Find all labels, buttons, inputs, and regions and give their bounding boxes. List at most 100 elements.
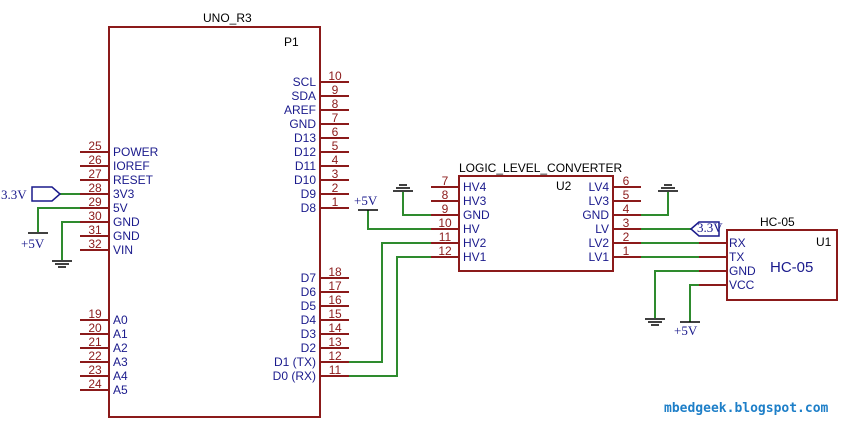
wire-5v-llc-hv <box>367 210 431 230</box>
uno-right-pin-number: 17 <box>328 279 342 293</box>
uno-left-pin-number: 31 <box>88 223 102 237</box>
uno-right-pin-number: 18 <box>328 265 342 279</box>
uno-right-pin-name: D1 (TX) <box>274 355 316 369</box>
ground-uno-icon <box>52 260 72 268</box>
llc-right-pin-number: 6 <box>623 174 630 188</box>
llc-right-pin: 2 LV2 <box>589 230 641 250</box>
net-label-5v-llc: +5V <box>354 193 378 208</box>
llc-left-pin-name: HV2 <box>463 236 487 250</box>
llc-right-pin-name: LV2 <box>589 236 610 250</box>
hc05-pin-name: GND <box>729 264 756 278</box>
uno-analog-pin-name: A4 <box>113 369 128 383</box>
llc-left-pin-name: HV3 <box>463 194 487 208</box>
llc-right-pin-number: 2 <box>623 230 630 244</box>
uno-left-pin-number: 29 <box>88 195 102 209</box>
uno-left-pin-name: IOREF <box>113 159 150 173</box>
uno-analog-pin-number: 24 <box>88 377 102 391</box>
uno-right-pin: 4 D11 <box>295 153 349 173</box>
uno-right-pin-name: D2 <box>301 341 317 355</box>
uno-left-pin-number: 32 <box>88 237 102 251</box>
hc05-inner-label: HC-05 <box>770 259 813 276</box>
uno-analog-pin-number: 23 <box>88 363 102 377</box>
ground-llc-right-icon <box>658 184 678 192</box>
uno-left-pin: 31 GND <box>80 223 140 243</box>
uno-left-pin-name: VIN <box>113 243 133 257</box>
uno-left-pin-name: RESET <box>113 173 154 187</box>
uno-right-pin-name: D10 <box>294 173 316 187</box>
llc-right-pin-name: LV1 <box>589 250 610 264</box>
watermark-text: mbedgeek.blogspot.com <box>664 401 829 416</box>
uno-right-pin-number: 16 <box>328 293 342 307</box>
llc-right-pin-name: GND <box>582 208 609 222</box>
llc-left-pin-name: HV4 <box>463 180 487 194</box>
uno-r3-ref: P1 <box>284 35 299 49</box>
hc05-title: HC-05 <box>760 215 795 229</box>
llc-left-pin-name: GND <box>463 208 490 222</box>
llc-right-pin-name: LV <box>595 222 609 236</box>
uno-right-pin-name: GND <box>289 117 316 131</box>
uno-right-pin-name: D0 (RX) <box>273 369 316 383</box>
uno-right-pin-number: 3 <box>332 167 339 181</box>
uno-left-pin-number: 28 <box>88 181 102 195</box>
llc-left-pin-number: 12 <box>438 244 452 258</box>
uno-analog-pin-number: 22 <box>88 349 102 363</box>
net-flag-3v3-uno-icon <box>31 186 62 202</box>
ground-llc-left-icon <box>393 184 413 192</box>
uno-right-pin-name: D8 <box>301 201 317 215</box>
uno-r3-body <box>108 26 321 418</box>
uno-right-pin: 16 D5 <box>301 293 349 313</box>
uno-right-pin-number: 7 <box>332 111 339 125</box>
uno-right-pin: 6 D13 <box>294 125 349 145</box>
uno-left-pin-number: 30 <box>88 209 102 223</box>
wire-gnd-llc-left <box>402 192 431 216</box>
uno-right-pin-name: D13 <box>294 131 316 145</box>
uno-right-pin-number: 6 <box>332 125 339 139</box>
uno-right-pin-name: D6 <box>301 285 317 299</box>
net-label-5v-uno: +5V <box>21 236 45 251</box>
hc05-pin-name: VCC <box>729 278 755 292</box>
uno-left-pin-number: 26 <box>88 153 102 167</box>
uno-left-pin-name: GND <box>113 229 140 243</box>
hc05-body <box>726 229 838 301</box>
llc-right-pin-name: LV4 <box>589 180 610 194</box>
uno-analog-pin-name: A2 <box>113 341 128 355</box>
uno-right-pin-name: D11 <box>295 159 316 173</box>
uno-right-pin-name: D5 <box>301 299 317 313</box>
uno-right-pin: 1D8 <box>301 195 349 215</box>
wire-d0-rx-hv1 <box>349 256 431 377</box>
uno-right-pin-number: 4 <box>332 153 339 167</box>
uno-right-pin-number: 15 <box>328 307 342 321</box>
uno-analog-pin-name: A3 <box>113 355 128 369</box>
uno-right-pin-number: 10 <box>328 69 342 83</box>
wire-hc05-vcc <box>689 284 699 322</box>
hc05-pin: VCC <box>699 278 755 292</box>
llc-body <box>458 175 614 272</box>
uno-left-pin: 26 IOREF <box>80 153 150 173</box>
llc-right-pin: 3LV <box>595 216 641 236</box>
uno-right-pin: 7 GND <box>289 111 349 131</box>
llc-left-pin: 7 HV4 <box>431 174 487 194</box>
llc-left-pin-number: 7 <box>442 174 449 188</box>
